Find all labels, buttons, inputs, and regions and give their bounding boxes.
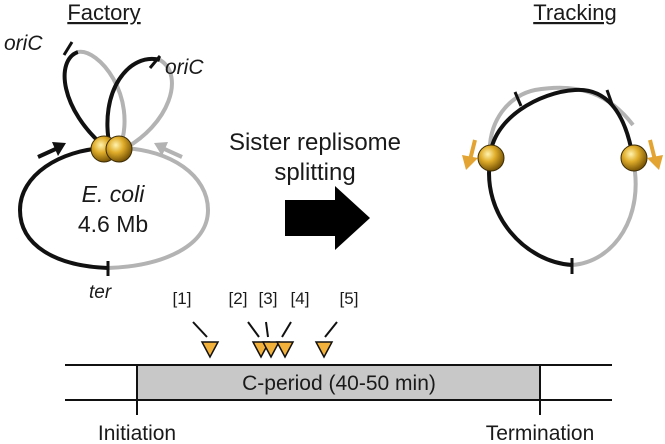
marker-triangle-3	[261, 341, 281, 359]
marker-label-4: [4]	[291, 289, 310, 308]
factory-model: oriC oriC E. coli 4.6 Mb ter	[4, 32, 211, 303]
lower-grey-strand	[571, 159, 638, 267]
marker-label-5: [5]	[340, 289, 359, 308]
marker-leader-5	[324, 321, 338, 338]
c-period-bar	[136, 364, 541, 401]
transition-line2: splitting	[274, 159, 355, 186]
marker-label-1: [1]	[173, 289, 192, 308]
left-loop-grey	[77, 49, 127, 149]
timeline: C-period (40-50 min) Initiation Terminat…	[65, 289, 612, 444]
oric-left-label: oriC	[4, 32, 43, 55]
oric-tick-right	[605, 89, 614, 105]
transition-line1: Sister replisome	[229, 129, 401, 156]
left-fork-arrowhead	[52, 142, 66, 156]
genome-size-label: 4.6 Mb	[78, 211, 148, 237]
marker-label-3: [3]	[259, 289, 278, 308]
c-period-label: C-period (40-50 min)	[242, 372, 436, 395]
organism-label: E. coli	[82, 181, 146, 207]
right-loop-dark	[105, 56, 161, 149]
replisome-sphere	[105, 135, 133, 163]
replisome-sphere-left	[477, 144, 505, 172]
right-loop-grey	[121, 58, 174, 152]
right-gold-arrowhead	[647, 155, 663, 170]
oric-tick-left	[513, 91, 523, 107]
right-fork-arrowhead	[154, 142, 168, 156]
chromosome-grey-strand	[107, 146, 211, 270]
marker-triangle-5	[314, 341, 334, 359]
marker-label-2: [2]	[229, 289, 248, 308]
lower-dark-strand	[487, 159, 573, 267]
upper-dark-strand	[488, 87, 635, 159]
chromosome-dark-strand	[17, 146, 109, 270]
marker-triangle-1	[200, 341, 220, 359]
replisome-sphere-right	[620, 144, 648, 172]
marker-leader-3	[265, 321, 269, 338]
tracking-model	[462, 85, 663, 274]
initiation-label: Initiation	[98, 422, 176, 444]
oric-left-tick	[62, 41, 74, 56]
transition-arrow	[285, 186, 370, 250]
tracking-heading: Tracking	[533, 0, 617, 25]
oric-right-label: oriC	[165, 56, 204, 79]
factory-heading: Factory	[67, 0, 140, 25]
marker-leader-4	[281, 321, 292, 338]
oric-right-tick	[148, 55, 162, 69]
marker-leader-1	[192, 321, 208, 338]
marker-leader-2	[247, 321, 260, 338]
ter-label: ter	[89, 282, 112, 303]
marker-triangle-4	[275, 341, 295, 359]
termination-label: Termination	[486, 422, 595, 444]
left-loop-dark	[62, 50, 108, 150]
left-gold-arrowhead	[462, 155, 478, 170]
